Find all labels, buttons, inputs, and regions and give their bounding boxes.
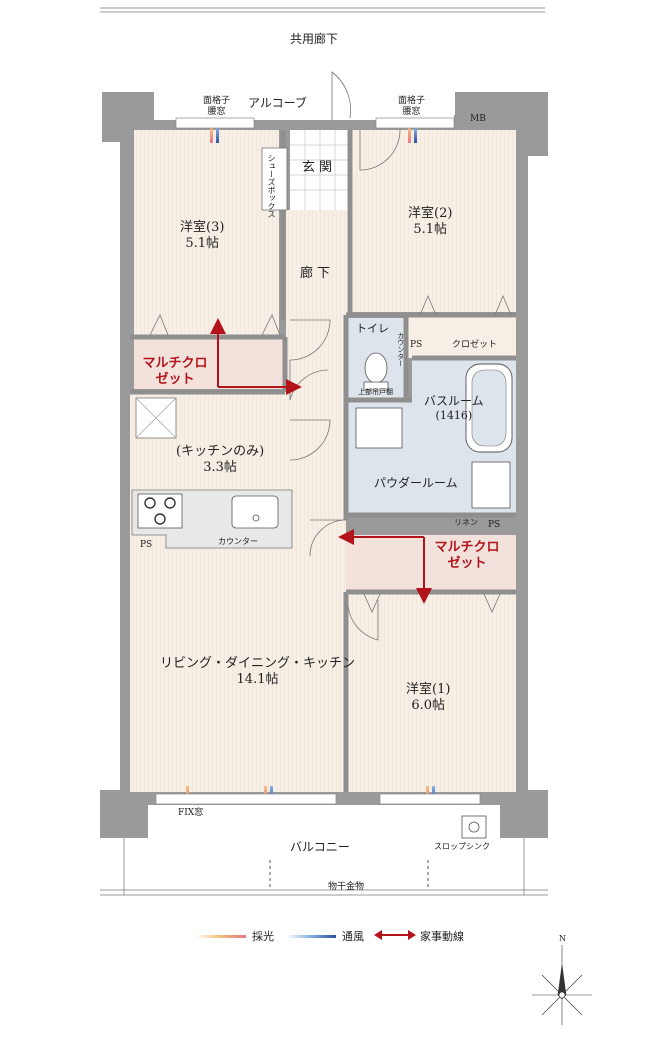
corridor-label: 共用廊下 <box>290 32 339 46</box>
entrance-label: 玄関 <box>302 160 337 175</box>
toilet-tank-icon <box>363 381 389 391</box>
light-gradient-icon <box>196 934 246 938</box>
window-wind-mark <box>216 127 219 143</box>
interior-walls <box>130 130 516 792</box>
kitchen-hood-x2 <box>135 397 177 439</box>
legend-arrow-icon <box>374 930 416 940</box>
shoe-box <box>261 147 288 211</box>
compass-label: N <box>559 934 566 943</box>
counter-label: カウンター <box>218 537 258 546</box>
entrance-tiles <box>290 130 348 210</box>
alcove-area <box>154 92 454 120</box>
closet-label: クロゼット <box>452 340 498 350</box>
mb-label: MB <box>470 114 486 124</box>
balcony <box>100 815 548 896</box>
room2-label: 洋室(2) 5.1帖 <box>408 206 453 238</box>
legend-wind: 通風 <box>286 928 364 944</box>
housework-arrows <box>210 318 432 604</box>
slop-sink-icon <box>461 815 487 839</box>
room3-floor <box>134 130 279 335</box>
slop-sink-drain <box>468 821 480 833</box>
bathroom-label: バスルーム (1416) <box>424 394 484 422</box>
hallway-label: 廊下 <box>300 266 335 281</box>
window-light-mark <box>210 127 213 143</box>
closet-floor <box>408 316 516 358</box>
ps-label-3: PS <box>488 520 501 530</box>
door-swings <box>289 71 401 641</box>
entrance-floor <box>290 130 348 210</box>
bathtub-inner <box>471 369 507 447</box>
toilet-label: トイレ <box>356 322 389 335</box>
linen-label: リネン <box>454 518 478 527</box>
wind-gradient-icon <box>286 934 336 938</box>
balcony-label: バルコニー <box>290 840 350 854</box>
ldk-label: リビング・ダイニング・キッチン 14.1帖 <box>160 656 356 688</box>
powder-room-label: パウダールーム <box>374 476 458 490</box>
legend-light: 採光 <box>196 928 274 944</box>
slop-sink-label: スロップシンク <box>434 842 490 851</box>
window-right-label: 面格子 腰窓 <box>398 96 426 118</box>
compass-icon <box>532 945 592 1025</box>
counter-vertical-label: カウンター <box>396 332 405 367</box>
alcove-label: アルコーブ <box>248 96 307 110</box>
ps-label-2: PS <box>140 540 153 550</box>
multi-closet-left-floor <box>134 337 284 389</box>
ps-label-1: PS <box>410 340 423 350</box>
wash-basin-icon <box>355 407 403 449</box>
multi-closet-left-label: マルチクロゼット <box>142 356 208 388</box>
shoe-box-label: シューズボックス <box>267 154 276 218</box>
room1-floor <box>348 592 516 792</box>
room1-label: 洋室(1) 6.0帖 <box>406 682 451 714</box>
sink-drain-icon <box>252 514 260 522</box>
room2-floor <box>352 130 516 312</box>
windows <box>155 117 481 805</box>
kitchen-label: (キッチンのみ) 3.3帖 <box>176 444 265 476</box>
window-left-label: 面格子 腰窓 <box>203 96 231 118</box>
closet-door-marks <box>149 294 512 613</box>
room3-label: 洋室(3) 5.1帖 <box>180 220 225 252</box>
multi-closet-right-label: マルチクロゼット <box>434 540 500 572</box>
upper-cabinet-label: 上部吊戸棚 <box>358 388 393 396</box>
laundry-hanger-label: 物干金物 <box>328 882 365 892</box>
multi-closet-right-floor <box>346 535 516 591</box>
toilet-bowl-icon <box>364 352 388 384</box>
legend-housework: 家事動線 <box>420 930 464 943</box>
window-light-mark <box>408 127 411 143</box>
kitchen-sink <box>231 495 279 529</box>
washing-machine-icon <box>471 461 511 509</box>
fix-window-label: FIX窓 <box>178 808 204 818</box>
kitchen-cooktop <box>137 493 183 529</box>
burner-icons <box>144 497 176 525</box>
corridor-edge <box>100 7 545 13</box>
window-wind-mark <box>414 127 417 143</box>
